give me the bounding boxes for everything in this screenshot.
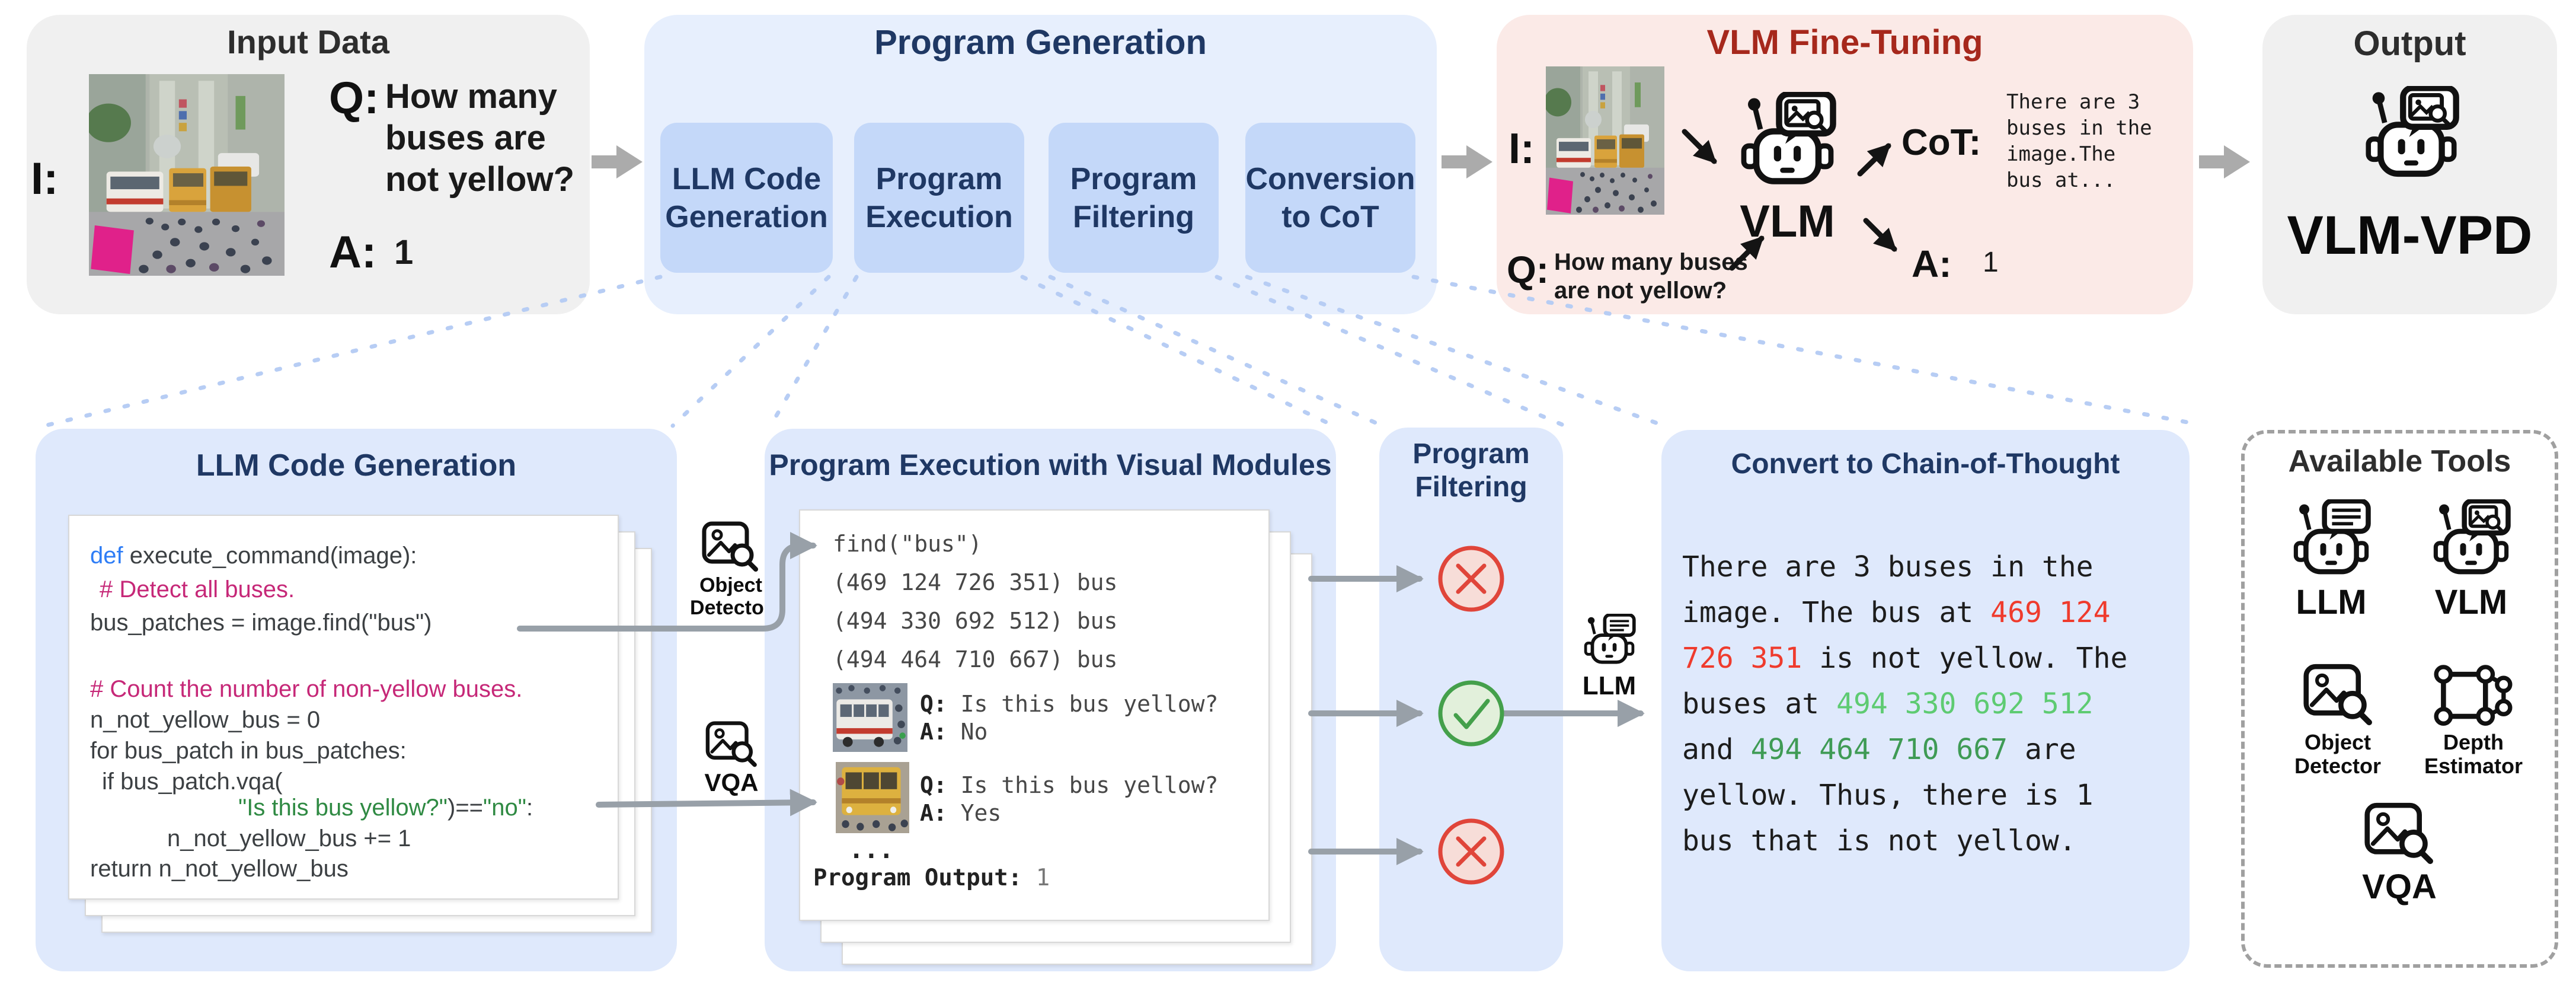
question-text: How many buses are not yellow? <box>385 77 574 199</box>
vlm-fine-tuning-title: VLM Fine-Tuning <box>1706 23 1983 62</box>
answer-label: A: <box>329 227 377 278</box>
detection-1: (469 124 726 351) bus <box>833 569 1118 595</box>
tool-llm-label: LLM <box>2296 583 2367 621</box>
filtering-title: Program Filtering <box>1412 438 1530 503</box>
input-image-label: I: <box>31 154 59 204</box>
ft-question-label: Q: <box>1507 248 1549 291</box>
bus-patch-white <box>833 683 907 752</box>
cot-panel <box>1661 430 2190 971</box>
bus-patch-yellow <box>836 762 909 833</box>
output-model-name: VLM-VPD <box>2287 205 2533 266</box>
tool-object-detector-label: Object Detector <box>2294 730 2382 778</box>
tool-vqa-icon <box>2362 802 2436 867</box>
llm-robot-icon <box>1578 614 1641 670</box>
cot-label: CoT: <box>1901 122 1981 163</box>
find-call: find("bus") <box>833 531 982 557</box>
object-detector-icon <box>701 521 760 574</box>
input-image <box>89 74 285 276</box>
ft-answer-value: 1 <box>1983 247 1999 278</box>
vlm-robot-icon <box>1736 92 1839 196</box>
filtering-panel <box>1379 428 1563 971</box>
arrow-generation-to-finetuning <box>1442 145 1492 178</box>
input-data-title: Input Data <box>227 23 389 60</box>
vqa-module-icon <box>704 720 759 769</box>
tool-vlm-icon <box>2429 499 2513 584</box>
cot-snippet: There are 3 buses in the image.The bus a… <box>2006 90 2152 192</box>
tool-depth-estimator-label: Depth Estimator <box>2424 730 2523 778</box>
tool-depth-estimator-icon <box>2433 664 2513 729</box>
arrow-finetuning-to-output <box>2199 145 2250 178</box>
vlm-robot-label: VLM <box>1740 196 1835 247</box>
question-label: Q: <box>329 73 379 123</box>
tool-llm-icon <box>2289 499 2373 584</box>
ft-answer-label: A: <box>1912 243 1952 285</box>
program-generation-title: Program Generation <box>874 23 1207 62</box>
arrow-input-to-generation <box>592 145 643 178</box>
ft-question-text: How many buses are not yellow? <box>1554 249 1748 304</box>
detection-3: (494 464 710 667) bus <box>833 646 1118 672</box>
detection-2: (494 330 692 512) bus <box>833 608 1118 634</box>
tool-object-detector-icon <box>2301 663 2375 728</box>
llm-robot-label: LLM <box>1582 671 1637 700</box>
ellipsis: ... <box>849 835 894 864</box>
ft-image <box>1546 66 1664 215</box>
tool-vlm-label: VLM <box>2434 583 2508 621</box>
output-title: Output <box>2353 24 2466 63</box>
ft-image-label: I: <box>1508 125 1535 173</box>
execution-title: Program Execution with Visual Modules <box>769 448 1332 482</box>
available-tools-title: Available Tools <box>2288 444 2511 479</box>
cot-title: Convert to Chain-of-Thought <box>1731 448 2120 480</box>
code-generation-title: LLM Code Generation <box>196 448 517 483</box>
tool-vqa-label: VQA <box>2362 868 2437 906</box>
vqa-module-label: VQA <box>704 769 759 796</box>
vlm-vpd-robot-icon <box>2360 86 2462 188</box>
answer-value: 1 <box>394 233 414 272</box>
